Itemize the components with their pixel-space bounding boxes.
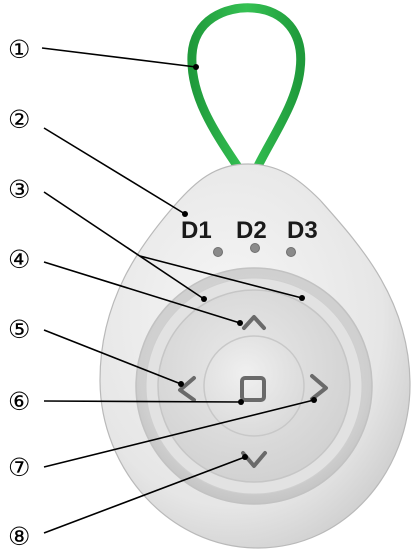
led-d2 — [250, 243, 260, 253]
lanyard-loop — [187, 3, 306, 177]
square-icon[interactable] — [240, 376, 266, 402]
leader-line-2 — [43, 127, 186, 215]
leader-dot-4 — [237, 320, 243, 326]
up-arrow-icon[interactable] — [242, 315, 266, 330]
callout-7: ⑦ — [8, 453, 30, 482]
led-label-d3: D3 — [287, 217, 318, 244]
callout-3: ③ — [8, 175, 30, 204]
leader-dot-5 — [178, 381, 184, 387]
right-arrow-icon[interactable] — [310, 374, 328, 401]
leader-line-6 — [43, 400, 242, 403]
leader-line-5 — [43, 329, 182, 385]
leader-line-8 — [43, 456, 246, 534]
leader-dot-7 — [311, 397, 317, 403]
leader-dot-3b — [299, 295, 305, 301]
led-label-d1: D1 — [181, 217, 212, 244]
callout-4: ④ — [8, 245, 30, 274]
led-label-d2: D2 — [236, 217, 267, 244]
leader-line-1 — [41, 47, 197, 68]
leader-dot-1 — [193, 64, 199, 70]
callout-5: ⑤ — [8, 315, 30, 344]
leader-dot-3a — [201, 296, 207, 302]
leader-dot-6 — [238, 399, 244, 405]
led-d3 — [286, 247, 296, 257]
leader-line-4 — [43, 261, 241, 324]
callout-8: ⑧ — [8, 522, 30, 551]
leader-line-3b — [139, 255, 303, 299]
callout-2: ② — [8, 105, 30, 134]
left-arrow-icon[interactable] — [178, 376, 196, 402]
callout-6: ⑥ — [8, 387, 30, 416]
leader-dot-2 — [182, 211, 188, 217]
center-button[interactable] — [203, 335, 305, 437]
led-d1 — [213, 247, 223, 257]
callout-1: ① — [8, 35, 30, 64]
leader-dot-8 — [242, 454, 248, 460]
leader-line-3a — [43, 191, 205, 300]
leader-line-7 — [43, 399, 315, 468]
